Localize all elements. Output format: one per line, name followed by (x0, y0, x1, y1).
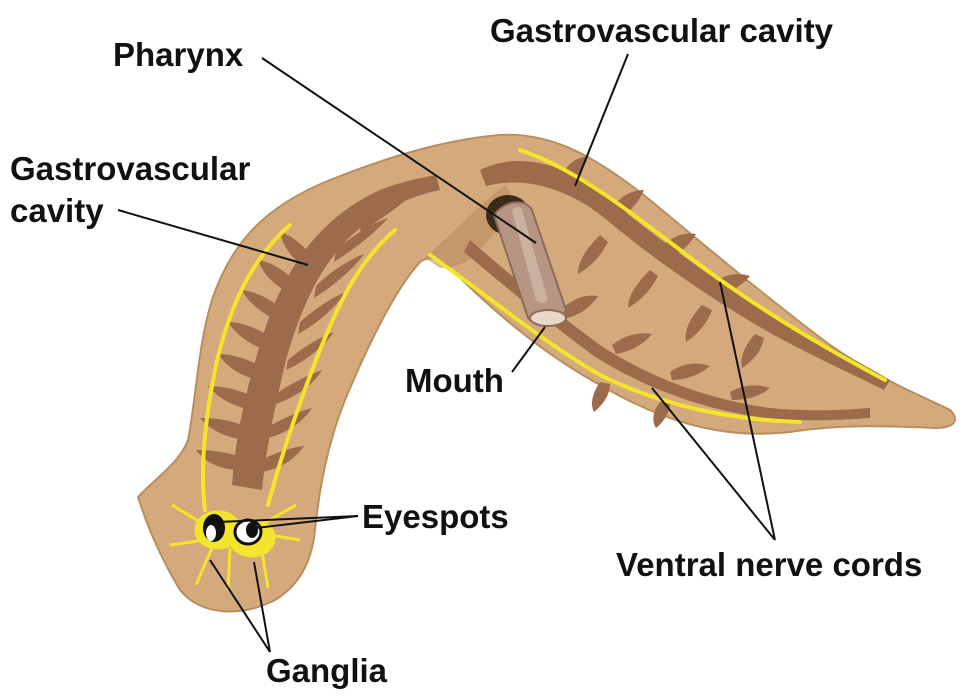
gut-branch (242, 290, 282, 320)
leader-gv-cavity-top (574, 53, 629, 187)
label-ganglia: Ganglia (266, 652, 388, 689)
ganglion-nerve (171, 503, 206, 527)
gut-branch (612, 333, 652, 354)
leader-pharynx (261, 57, 537, 244)
gut-branch (560, 295, 598, 318)
leader-eyespots-left (217, 515, 359, 523)
mouth-opening (529, 309, 567, 327)
label-gastrovascular-cavity-left-line2: cavity (10, 192, 104, 229)
gut-branch (578, 235, 608, 274)
leader-nerve-lower (651, 387, 776, 541)
ventral-nerve-cords (201, 148, 887, 512)
ganglion-nerve (260, 551, 270, 589)
gut-branch (258, 260, 296, 292)
gut-branch (741, 334, 764, 368)
eyespot-right-pupil (246, 522, 258, 538)
label-eyespots: Eyespots (362, 498, 509, 535)
gut-branch (730, 385, 770, 400)
gut-branch (298, 292, 346, 334)
gut-branch (628, 270, 658, 308)
gut-branch (228, 322, 272, 350)
gut-branch (334, 218, 388, 262)
gut-branch (592, 382, 610, 412)
leader-mouth (511, 326, 546, 373)
gut-branch (218, 354, 264, 380)
ganglion-nerve (169, 538, 206, 547)
gut-branch (560, 156, 588, 188)
gut-branch (670, 363, 710, 380)
eyespot-left-highlight (206, 525, 216, 541)
pharynx (486, 195, 568, 327)
gut-upper-rear-trunk (480, 161, 890, 390)
gut-branch (653, 402, 670, 428)
gut-branch (360, 190, 418, 232)
label-ventral-nerve-cords: Ventral nerve cords (616, 546, 922, 583)
leader-ganglia-left (209, 559, 271, 653)
ganglion-nerve (194, 547, 214, 586)
leader-nerve-upper (719, 281, 776, 541)
gut-branch (208, 386, 256, 410)
gut-branch (200, 418, 250, 440)
nerve-cord-left-arm-inner (266, 228, 397, 507)
gut-branch (685, 305, 712, 342)
gastrovascular-cavity (196, 156, 890, 490)
label-gastrovascular-cavity-left-line1: Gastrovascular (10, 150, 250, 187)
nerve-cord-upper (518, 148, 887, 382)
ganglion-nerve (226, 547, 232, 591)
nerve-cord-lower (428, 253, 802, 424)
leader-eyespots-right (255, 515, 359, 529)
gut-branch (314, 254, 364, 298)
leader-gv-cavity-left (117, 209, 309, 266)
labels: Pharynx Gastrovascular cavity Gastrovasc… (10, 12, 922, 689)
gut-lower-rear-trunk (464, 240, 870, 421)
label-pharynx: Pharynx (113, 36, 244, 73)
nerve-cord-left-arm-outer (201, 223, 292, 512)
gut-front-trunk (232, 175, 440, 490)
label-mouth: Mouth (405, 362, 504, 399)
eyespots (203, 514, 263, 546)
pharynx-shading (512, 207, 548, 303)
leader-lines (117, 53, 776, 653)
gut-branch (196, 450, 244, 470)
gut-branch (280, 232, 312, 266)
label-gastrovascular-cavity-top: Gastrovascular cavity (490, 12, 834, 49)
gut-branch (266, 408, 312, 438)
ganglion-nerve (269, 533, 301, 542)
gut-branch (610, 190, 644, 220)
leader-ganglia-right (253, 561, 271, 653)
